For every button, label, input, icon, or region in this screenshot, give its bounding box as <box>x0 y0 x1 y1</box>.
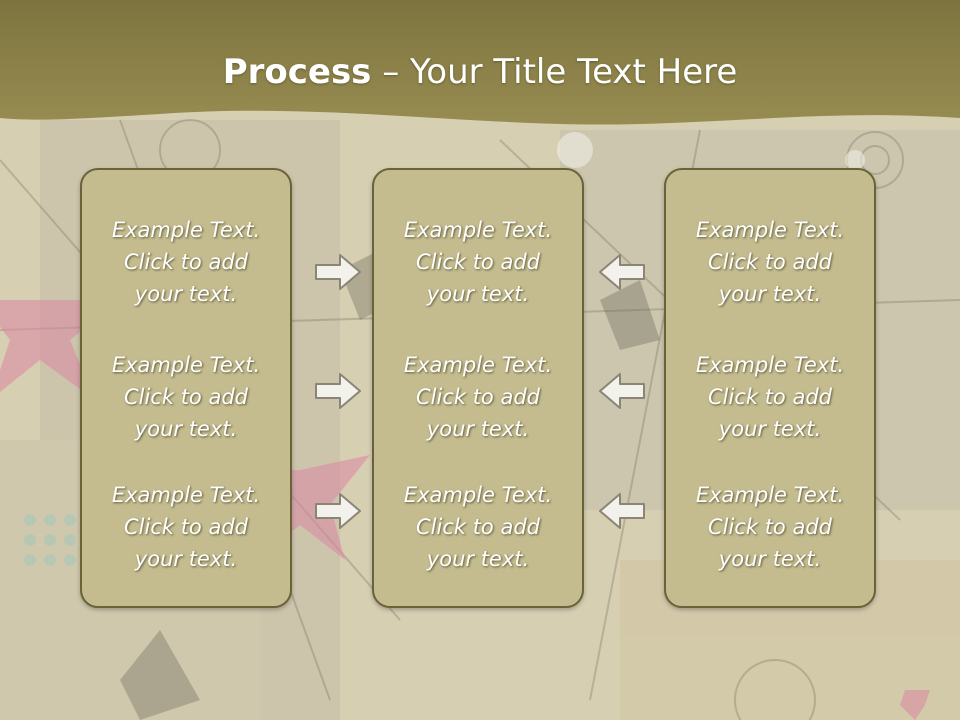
text-line: Example Text. <box>403 218 553 242</box>
text-line: your text. <box>134 547 238 571</box>
text-line: your text. <box>718 417 822 441</box>
text-line: Example Text. <box>695 218 845 242</box>
text-block[interactable]: Example Text. Click to add your text. <box>374 349 582 445</box>
text-block[interactable]: Example Text. Click to add your text. <box>374 479 582 575</box>
left-panel[interactable]: Example Text. Click to add your text. Ex… <box>80 168 292 608</box>
middle-panel[interactable]: Example Text. Click to add your text. Ex… <box>372 168 584 608</box>
text-line: Example Text. <box>695 483 845 507</box>
text-block[interactable]: Example Text. Click to add your text. <box>82 479 290 575</box>
text-line: your text. <box>426 547 530 571</box>
text-block[interactable]: Example Text. Click to add your text. <box>666 214 874 310</box>
title-rest: – Your Title Text Here <box>371 52 738 92</box>
arrow-left-icon <box>599 493 645 529</box>
text-line: Click to add <box>707 385 832 409</box>
title-band <box>0 0 960 125</box>
text-line: Click to add <box>415 385 540 409</box>
text-block[interactable]: Example Text. Click to add your text. <box>666 479 874 575</box>
text-line: Example Text. <box>403 483 553 507</box>
text-line: your text. <box>134 282 238 306</box>
arrow-right-icon <box>315 254 361 290</box>
text-line: Example Text. <box>695 353 845 377</box>
text-line: Click to add <box>707 515 832 539</box>
text-line: Click to add <box>123 250 248 274</box>
title-bold: Process <box>222 52 372 92</box>
text-line: Click to add <box>415 515 540 539</box>
text-line: Example Text. <box>403 353 553 377</box>
text-line: Example Text. <box>111 218 261 242</box>
text-block[interactable]: Example Text. Click to add your text. <box>82 349 290 445</box>
arrow-left-icon <box>599 373 645 409</box>
arrow-right-icon <box>315 373 361 409</box>
text-block[interactable]: Example Text. Click to add your text. <box>666 349 874 445</box>
text-line: Click to add <box>415 250 540 274</box>
text-line: your text. <box>718 282 822 306</box>
text-line: Click to add <box>123 515 248 539</box>
text-line: Example Text. <box>111 483 261 507</box>
text-line: your text. <box>426 417 530 441</box>
text-block[interactable]: Example Text. Click to add your text. <box>82 214 290 310</box>
text-line: Example Text. <box>111 353 261 377</box>
arrow-right-icon <box>315 493 361 529</box>
slide-title[interactable]: Process – Your Title Text Here <box>0 52 960 92</box>
text-line: your text. <box>426 282 530 306</box>
text-line: your text. <box>718 547 822 571</box>
text-line: your text. <box>134 417 238 441</box>
text-line: Click to add <box>707 250 832 274</box>
text-line: Click to add <box>123 385 248 409</box>
arrow-left-icon <box>599 254 645 290</box>
right-panel[interactable]: Example Text. Click to add your text. Ex… <box>664 168 876 608</box>
text-block[interactable]: Example Text. Click to add your text. <box>374 214 582 310</box>
